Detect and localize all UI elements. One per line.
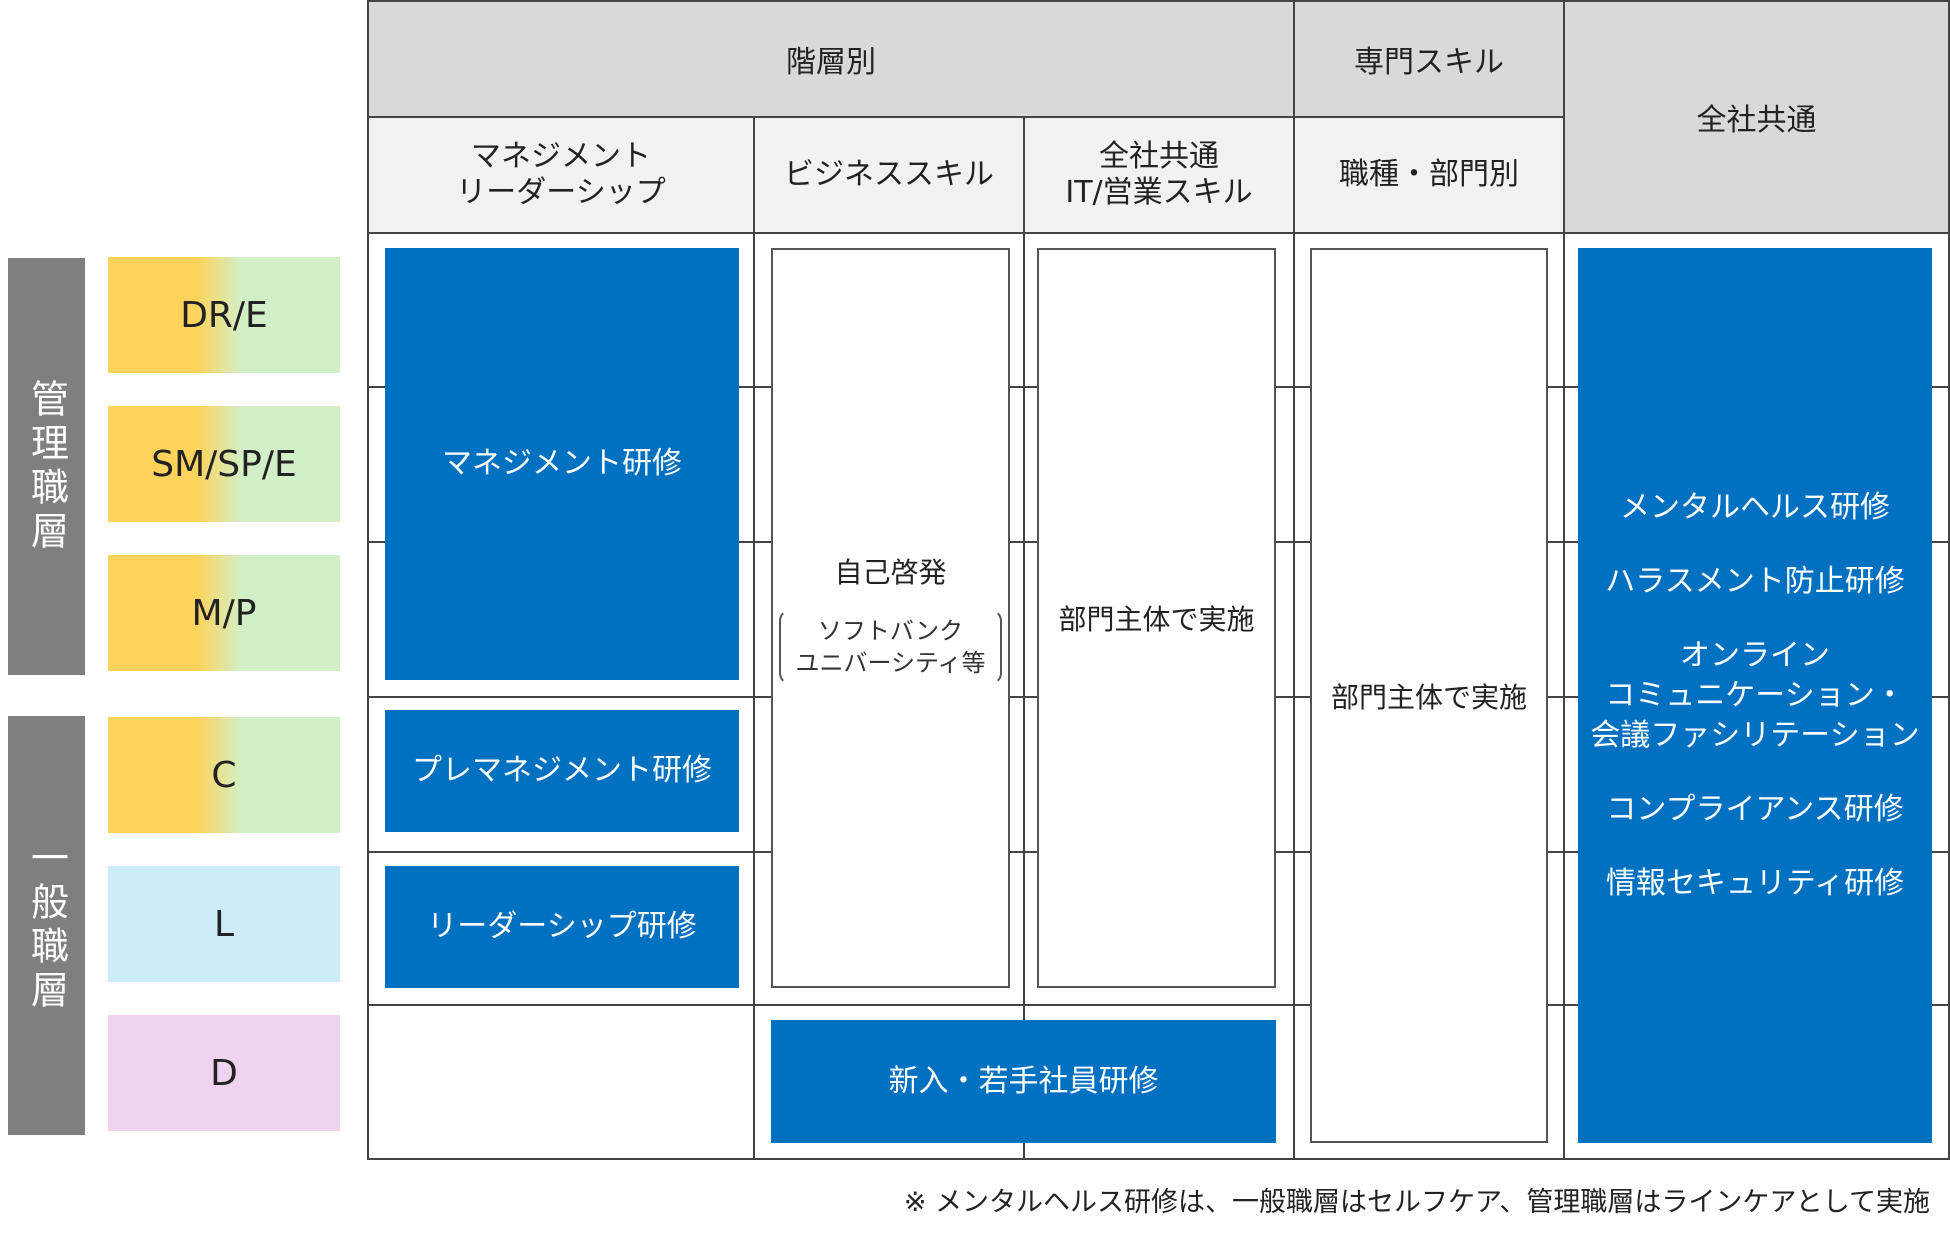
header-company-it-sales: 全社共通 IT/営業スキル	[1023, 116, 1295, 234]
footnote-text: ※ メンタルヘルス研修は、一般職層はセルフケア、管理職層はラインケアとして実施	[903, 1187, 1930, 1218]
header-management-leadership: マネジメント リーダーシップ	[367, 116, 755, 234]
self-development-box: 自己啓発 ソフトバンク ユニバーシティ等	[771, 248, 1010, 988]
row-divider	[367, 1004, 1950, 1006]
header-business-skills-label: ビジネススキル	[784, 157, 994, 192]
header-specialty-label: 専門スキル	[1354, 45, 1504, 80]
grade-label: DR/E	[180, 294, 268, 336]
pre-management-training-label: プレマネジメント研修	[412, 753, 712, 788]
header-specialty: 専門スキル	[1293, 0, 1565, 118]
header-company-it-sales-label: 全社共通 IT/営業スキル	[1065, 139, 1253, 210]
management-tier-label: 管理職層	[24, 378, 69, 555]
management-training-box: マネジメント研修	[385, 248, 739, 680]
grade-l: L	[108, 866, 340, 982]
grade-label: D	[210, 1052, 238, 1094]
header-company-wide-label: 全社共通	[1696, 103, 1817, 138]
grade-label: SM/SP/E	[151, 443, 297, 485]
management-tier-tab: 管理職層	[8, 258, 85, 675]
dept-implemented-specialty-box: 部門主体で実施	[1310, 248, 1548, 1143]
self-development-label: 自己啓発	[834, 556, 947, 589]
header-hierarchy: 階層別	[367, 0, 1295, 118]
new-young-training-box: 新入・若手社員研修	[771, 1020, 1276, 1143]
header-management-leadership-label: マネジメント リーダーシップ	[456, 139, 666, 210]
management-training-label: マネジメント研修	[442, 446, 682, 481]
grade-label: L	[213, 903, 235, 945]
program-compliance: コンプライアンス研修	[1606, 791, 1904, 827]
program-harassment-prevention: ハラスメント防止研修	[1605, 563, 1905, 599]
program-mental-health: メンタルヘルス研修	[1620, 489, 1890, 525]
dept-implemented-specialty-label: 部門主体で実施	[1330, 680, 1527, 714]
leadership-training-label: リーダーシップ研修	[427, 909, 697, 944]
company-wide-programs-box: メンタルヘルス研修 ハラスメント防止研修 オンライン コミュニケーション・ 会議…	[1578, 248, 1932, 1143]
header-by-job-dept: 職種・部門別	[1293, 116, 1565, 234]
general-tier-tab: 一般職層	[8, 716, 85, 1135]
grade-m-p: M/P	[108, 555, 340, 671]
grade-label: M/P	[191, 592, 257, 634]
program-online-communication: オンライン コミュニケーション・ 会議ファシリテーション	[1590, 637, 1920, 753]
pre-management-training-box: プレマネジメント研修	[385, 710, 739, 832]
footnote: ※ メンタルヘルス研修は、一般職層はセルフケア、管理職層はラインケアとして実施	[904, 1180, 1930, 1219]
grade-d: D	[108, 1015, 340, 1131]
grade-c: C	[108, 717, 340, 833]
leadership-training-box: リーダーシップ研修	[385, 866, 739, 988]
general-tier-label: 一般職層	[24, 837, 69, 1014]
dept-implemented-it-label: 部門主体で実施	[1058, 603, 1255, 636]
grade-label: C	[211, 754, 237, 796]
grade-sm-sp-e: SM/SP/E	[108, 406, 340, 522]
self-development-note: ソフトバンク ユニバーシティ等	[779, 609, 1002, 685]
grade-dr-e: DR/E	[108, 257, 340, 373]
header-company-wide: 全社共通	[1563, 0, 1950, 234]
new-young-training-label: 新入・若手社員研修	[888, 1063, 1159, 1099]
dept-implemented-it-box: 部門主体で実施	[1037, 248, 1276, 988]
header-by-job-dept-label: 職種・部門別	[1339, 157, 1519, 192]
program-information-security: 情報セキュリティ研修	[1605, 865, 1905, 901]
header-hierarchy-label: 階層別	[786, 45, 876, 80]
header-business-skills: ビジネススキル	[753, 116, 1025, 234]
